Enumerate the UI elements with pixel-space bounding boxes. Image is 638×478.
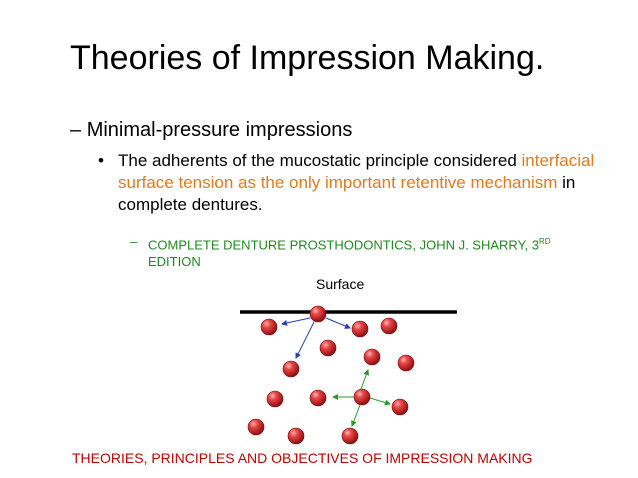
molecule: [260, 318, 278, 336]
bullet-icon: •: [98, 151, 104, 170]
reference-text-after: EDITION: [148, 254, 201, 270]
arrow-interior-up: [360, 369, 370, 390]
level1-dash: –: [70, 119, 82, 141]
reference-text: COMPLETE DENTURE PROSTHODONTICS, JOHN J.…: [148, 233, 600, 270]
molecule: [380, 317, 398, 335]
reference-superscript: RD: [539, 237, 551, 246]
arrow-interior-down: [350, 404, 361, 427]
slide-title: Theories of Impression Making.: [70, 39, 545, 77]
molecule-surface: [309, 305, 327, 323]
arrow-surface-left: [281, 317, 311, 326]
arrow-interior-right: [369, 397, 391, 406]
molecule: [287, 427, 305, 445]
reference-dash: –: [130, 234, 138, 249]
level2-text-after: in complete dentures.: [118, 173, 576, 214]
arrow-surface-down: [295, 321, 315, 359]
molecule: [397, 354, 415, 372]
molecule: [282, 360, 300, 378]
molecule: [309, 389, 327, 407]
slide-footer: THEORIES, PRINCIPLES AND OBJECTIVES OF I…: [72, 450, 533, 466]
level1-item: – Minimal-pressure impressions: [70, 118, 352, 142]
level1-text: Minimal-pressure impressions: [86, 119, 353, 141]
molecule: [391, 398, 409, 416]
molecule: [247, 418, 265, 436]
molecule-interior: [353, 388, 371, 406]
surface-label: Surface: [316, 276, 364, 292]
level2-item: • The adherents of the mucostatic princi…: [98, 150, 598, 216]
level2-highlight: interfacial surface tension as the only …: [118, 151, 595, 192]
molecule: [363, 348, 381, 366]
reference-item: – COMPLETE DENTURE PROSTHODONTICS, JOHN …: [130, 233, 600, 270]
level2-text: The adherents of the mucostatic principl…: [118, 150, 598, 216]
level2-text-before: The adherents of the mucostatic principl…: [118, 151, 522, 170]
molecule: [266, 390, 284, 408]
reference-text-main: COMPLETE DENTURE PROSTHODONTICS, JOHN J.…: [148, 237, 540, 253]
arrow-surface-right: [325, 317, 351, 329]
molecule: [319, 339, 337, 357]
molecule: [341, 427, 359, 445]
molecule: [351, 320, 369, 338]
